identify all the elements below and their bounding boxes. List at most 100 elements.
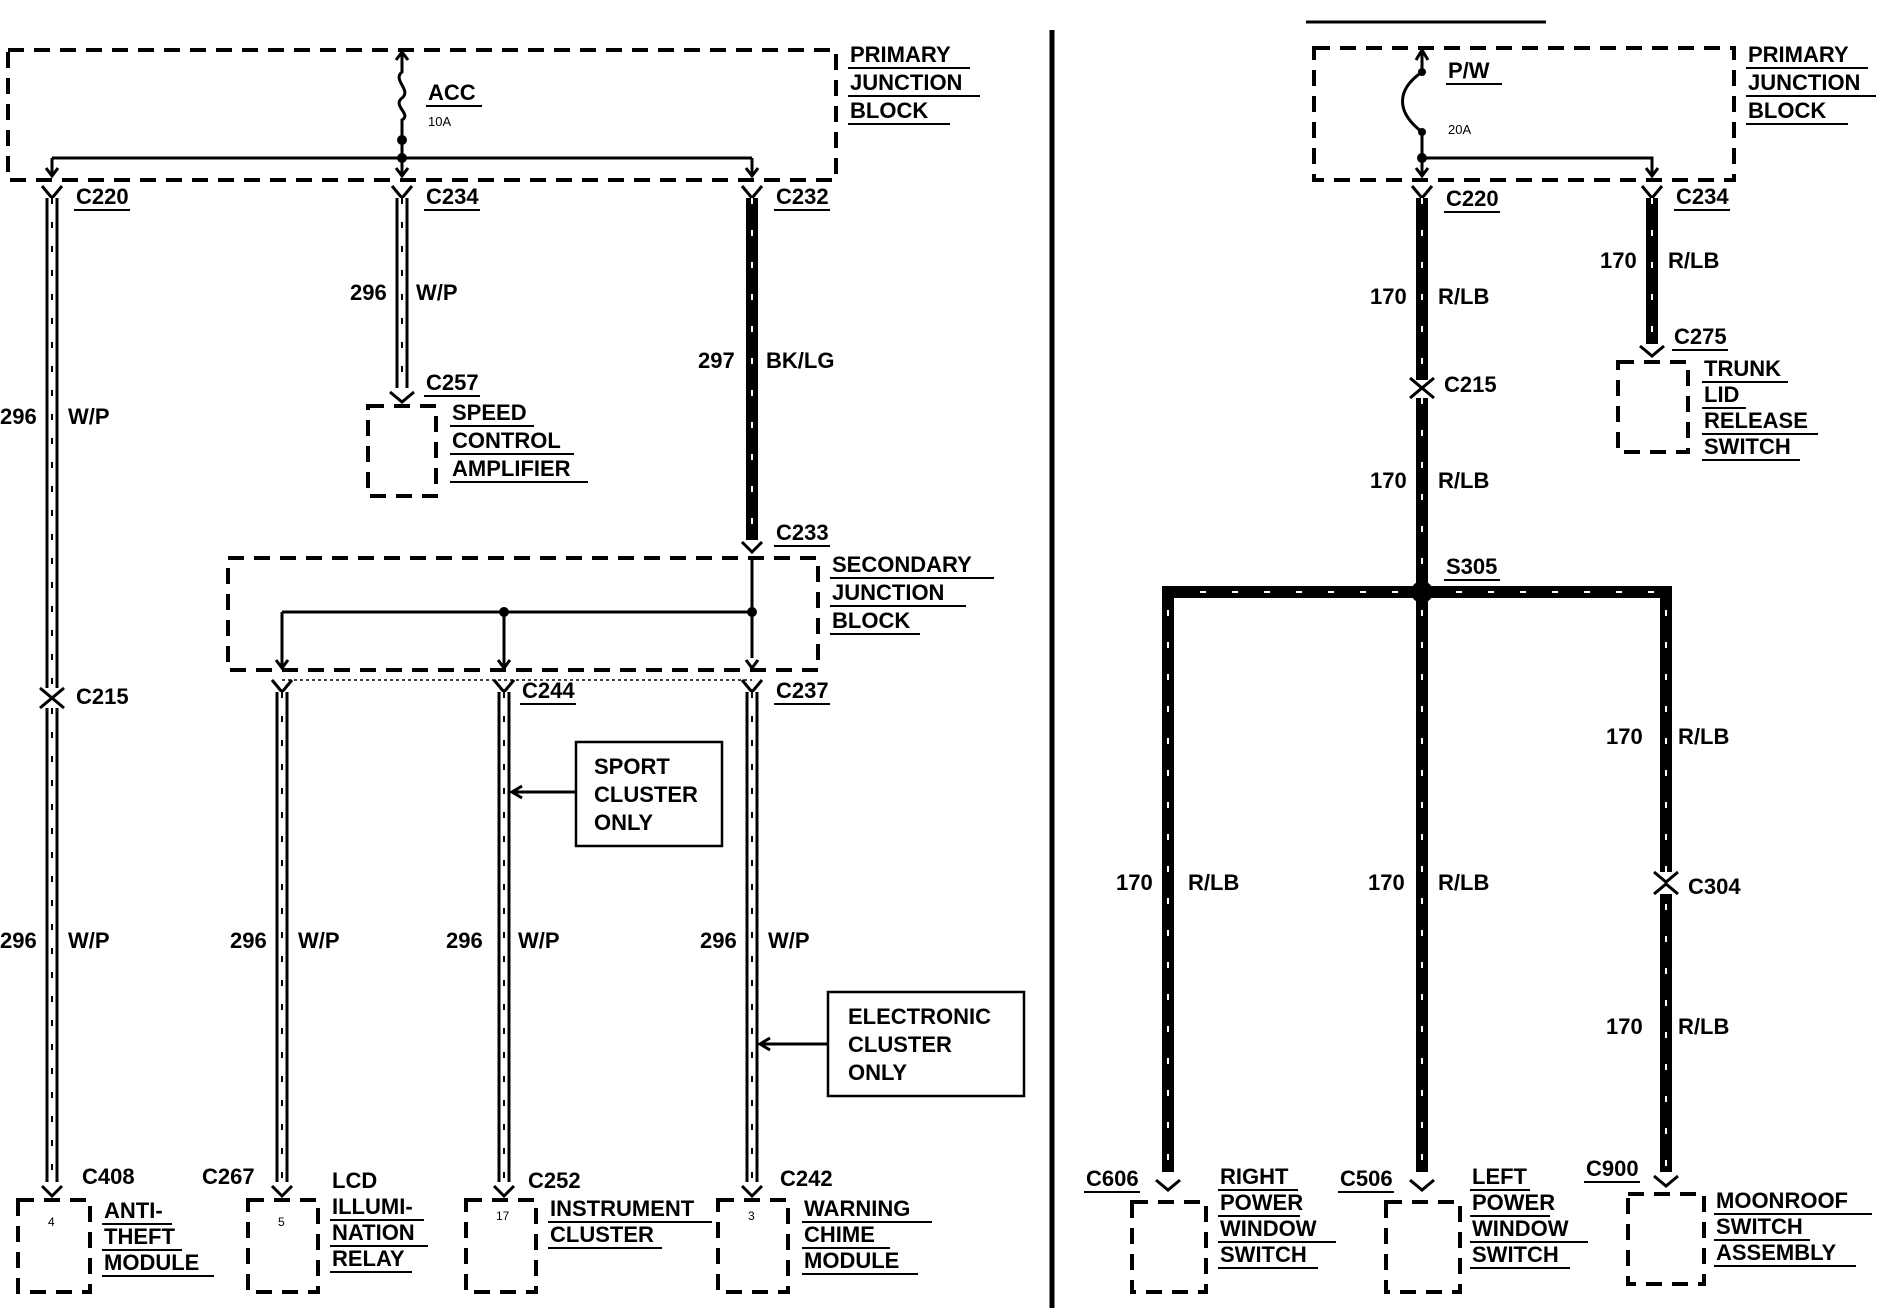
component-label-line: SWITCH — [1704, 434, 1791, 459]
connector-label: C242 — [780, 1166, 833, 1191]
component-label-line: LCD — [332, 1168, 377, 1193]
wire-color: R/LB — [1438, 870, 1489, 895]
wire-170-trunk — [1639, 198, 1665, 358]
pin-number: 4 — [48, 1215, 55, 1229]
connector-label-c233: C233 — [776, 520, 829, 545]
component-label-line: SWITCH — [1472, 1242, 1559, 1267]
secondary-junction-block — [226, 556, 820, 672]
component-label-line: CONTROL — [452, 428, 561, 453]
acc-fuse: ACC 10A — [394, 49, 482, 163]
pin-number: 5 — [278, 1215, 285, 1229]
wire-color: W/P — [298, 928, 340, 953]
circuit-number: 170 — [1606, 724, 1643, 749]
circuit-number: 170 — [1368, 870, 1405, 895]
connector-label-c220: C220 — [1446, 186, 1499, 211]
connector-label: C408 — [82, 1164, 135, 1189]
wire-color: W/P — [768, 928, 810, 953]
connector-label-c257: C257 — [426, 370, 479, 395]
component-label-line: RELAY — [332, 1246, 405, 1271]
component-label-line: LID — [1704, 382, 1739, 407]
connector-label-c304: C304 — [1688, 874, 1741, 899]
connector-label: C606 — [1086, 1166, 1139, 1191]
right-diagram: PRIMARY JUNCTION BLOCK P/W 20A C220 C234 — [1084, 42, 1876, 1294]
speed-control-amplifier-box — [366, 404, 438, 498]
wire-color: W/P — [68, 928, 110, 953]
wire-296-speed-control — [389, 198, 415, 404]
wire-color: R/LB — [1668, 248, 1719, 273]
component-label-line: POWER — [1220, 1190, 1303, 1215]
lcd-illumination-relay: C267 5 LCD ILLUMI- NATION RELAY — [202, 1164, 428, 1294]
circuit-number: 296 — [700, 928, 737, 953]
block-label-line: SECONDARY — [832, 552, 972, 577]
component-label-line: ILLUMI- — [332, 1194, 413, 1219]
wire-color: W/P — [416, 280, 458, 305]
component-label-line: WINDOW — [1472, 1216, 1569, 1241]
circuit-number: 296 — [230, 928, 267, 953]
connector-label-c275: C275 — [1674, 324, 1727, 349]
warning-chime-module: C242 3 WARNING CHIME MODULE — [716, 1166, 932, 1294]
wire-color: R/LB — [1678, 724, 1729, 749]
block-label-line: BLOCK — [832, 608, 910, 633]
left-power-window-switch: C506 LEFT POWER WINDOW SWITCH — [1338, 1164, 1588, 1294]
sport-cluster-note: SPORT CLUSTER ONLY — [509, 740, 724, 848]
moonroof-switch-assembly: C900 MOONROOF SWITCH ASSEMBLY — [1584, 1156, 1872, 1286]
splice-label-s305: S305 — [1446, 554, 1497, 579]
block-label-line: PRIMARY — [850, 42, 951, 67]
block-label-line: JUNCTION — [850, 70, 962, 95]
note-line: CLUSTER — [594, 782, 698, 807]
note-line: ONLY — [848, 1060, 907, 1085]
component-label-line: WINDOW — [1220, 1216, 1317, 1241]
breaker-name: P/W — [1448, 58, 1490, 83]
component-label-line: WARNING — [804, 1196, 910, 1221]
component-label-line: ANTI- — [104, 1198, 163, 1223]
connector-label-c215: C215 — [76, 684, 129, 709]
circuit-number: 170 — [1600, 248, 1637, 273]
pin-number: 17 — [496, 1209, 510, 1223]
splice-bus — [1168, 581, 1666, 603]
component-label-line: SWITCH — [1220, 1242, 1307, 1267]
wire-color: R/LB — [1438, 284, 1489, 309]
component-label-line: SPEED — [452, 400, 527, 425]
circuit-number: 296 — [350, 280, 387, 305]
note-line: CLUSTER — [848, 1032, 952, 1057]
right-power-window-switch: C606 RIGHT POWER WINDOW SWITCH — [1084, 1164, 1336, 1294]
connector-label: C900 — [1586, 1156, 1639, 1181]
component-label-line: MOONROOF — [1716, 1188, 1848, 1213]
breaker-rating: 20A — [1448, 122, 1471, 137]
component-label-line: RIGHT — [1220, 1164, 1289, 1189]
connector-label-c244: C244 — [522, 678, 575, 703]
note-line: ELECTRONIC — [848, 1004, 991, 1029]
component-label-line: MODULE — [804, 1248, 899, 1273]
connector-label-c234: C234 — [426, 184, 479, 209]
speed-control-amplifier-label: SPEED CONTROL AMPLIFIER — [450, 400, 588, 483]
component-label-line: SWITCH — [1716, 1214, 1803, 1239]
component-label-line: MODULE — [104, 1250, 199, 1275]
component-label-line: LEFT — [1472, 1164, 1528, 1189]
connector-label-c232: C232 — [776, 184, 829, 209]
instrument-cluster: C252 17 INSTRUMENT CLUSTER — [464, 1168, 712, 1294]
component-label-line: POWER — [1472, 1190, 1555, 1215]
wire-color: W/P — [68, 404, 110, 429]
connector-label: C252 — [528, 1168, 581, 1193]
connector-label-c237: C237 — [776, 678, 829, 703]
connector-label: C267 — [202, 1164, 255, 1189]
pin-number: 3 — [748, 1209, 755, 1223]
right-primary-block-label: PRIMARY JUNCTION BLOCK — [1746, 42, 1876, 125]
wire-color: BK/LG — [766, 348, 834, 373]
block-label-line: BLOCK — [850, 98, 928, 123]
block-label-line: PRIMARY — [1748, 42, 1849, 67]
connector-label: C506 — [1340, 1166, 1393, 1191]
right-primary-junction-block — [1312, 46, 1736, 182]
block-label-line: JUNCTION — [1748, 70, 1860, 95]
circuit-number: 170 — [1370, 284, 1407, 309]
wire-color: R/LB — [1438, 468, 1489, 493]
component-label-line: THEFT — [104, 1224, 175, 1249]
wire-170-main — [1409, 198, 1435, 592]
component-label-line: TRUNK — [1704, 356, 1781, 381]
trunk-lid-release-switch-box — [1616, 360, 1690, 454]
connector-label-c234: C234 — [1676, 184, 1729, 209]
circuit-number: 297 — [698, 348, 735, 373]
secondary-block-label: SECONDARY JUNCTION BLOCK — [830, 552, 994, 635]
wire-color: R/LB — [1188, 870, 1239, 895]
